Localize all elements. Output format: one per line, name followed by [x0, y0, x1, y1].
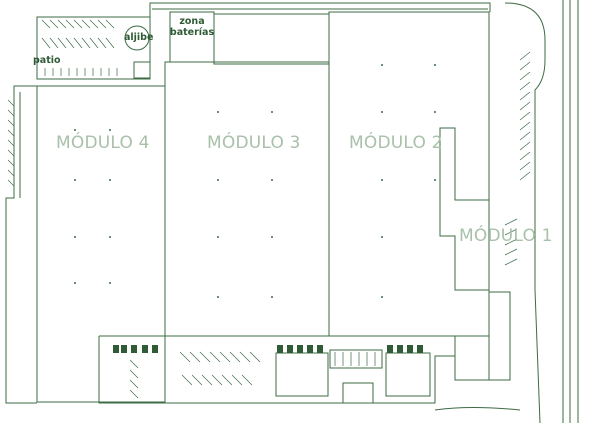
patio-box	[133, 61, 151, 79]
dock-marker	[407, 345, 413, 353]
dock-marker	[317, 345, 323, 353]
dock-marker	[287, 345, 293, 353]
column-dot	[217, 111, 219, 113]
module-4-label: MÓDULO 4	[56, 133, 150, 153]
dock-marker	[297, 345, 303, 353]
battery-zone-label-line1: zona	[179, 16, 205, 27]
column-dot	[109, 282, 111, 284]
module-1-outline	[439, 12, 490, 381]
column-dot	[271, 296, 273, 298]
column-dot	[271, 111, 273, 113]
dock-marker	[307, 345, 313, 353]
parking-stall-bottom	[334, 352, 376, 366]
aljibe-tank	[124, 25, 150, 51]
parking-stall-east	[504, 218, 518, 266]
column-dot	[74, 179, 76, 181]
parking-area-top-left	[36, 16, 151, 80]
dock-marker	[417, 345, 423, 353]
top-perimeter-wall	[37, 2, 491, 18]
column-dot	[434, 64, 436, 66]
loading-bay-right	[385, 352, 431, 397]
battery-zone-inner	[213, 13, 330, 65]
dock-marker	[387, 345, 393, 353]
small-bay-grid	[342, 382, 374, 404]
parking-stall-west	[7, 99, 15, 187]
parking-stall-row	[41, 37, 115, 49]
column-dot	[271, 236, 273, 238]
column-dot	[381, 64, 383, 66]
parking-stall-east	[519, 51, 531, 181]
column-dot	[74, 236, 76, 238]
module-1-label: MÓDULO 1	[459, 226, 553, 246]
parking-stall-row	[44, 68, 118, 76]
east-road-edge	[504, 2, 546, 423]
parking-stall-bottom	[129, 359, 139, 399]
dock-marker	[121, 345, 127, 353]
battery-zone-label-line2: baterías	[169, 27, 215, 38]
column-dot	[381, 296, 383, 298]
column-dot	[109, 179, 111, 181]
patio-label: patio	[33, 55, 61, 66]
module-3-outline	[164, 61, 330, 337]
loading-bay-left	[275, 352, 329, 397]
column-dot	[217, 296, 219, 298]
module-2-label: MÓDULO 2	[349, 133, 443, 153]
dock-marker	[113, 345, 119, 353]
aljibe-label: aljibe	[124, 32, 154, 43]
dock-marker	[277, 345, 283, 353]
column-dot	[74, 282, 76, 284]
module-1-inner	[488, 200, 511, 381]
column-dot	[74, 129, 76, 131]
column-dot	[217, 236, 219, 238]
truck-bay-grid	[329, 349, 383, 369]
column-dot	[434, 111, 436, 113]
column-dot	[434, 179, 436, 181]
west-outer-wall	[5, 85, 37, 404]
column-dot	[271, 179, 273, 181]
parking-stall-bottom	[179, 351, 261, 363]
module-2-outline	[328, 11, 490, 337]
column-dot	[217, 179, 219, 181]
dock-marker	[131, 345, 137, 353]
column-dot	[381, 179, 383, 181]
column-dot	[109, 129, 111, 131]
module-3-label: MÓDULO 3	[207, 133, 301, 153]
column-dot	[381, 111, 383, 113]
dock-marker	[397, 345, 403, 353]
column-dot	[109, 236, 111, 238]
bottom-annex-wall	[98, 335, 456, 404]
parking-stall-bottom	[181, 374, 253, 386]
column-dot	[381, 236, 383, 238]
parking-stall-row	[41, 19, 115, 29]
dock-marker	[142, 345, 148, 353]
south-road-edge	[434, 407, 521, 411]
dock-marker	[152, 345, 158, 353]
